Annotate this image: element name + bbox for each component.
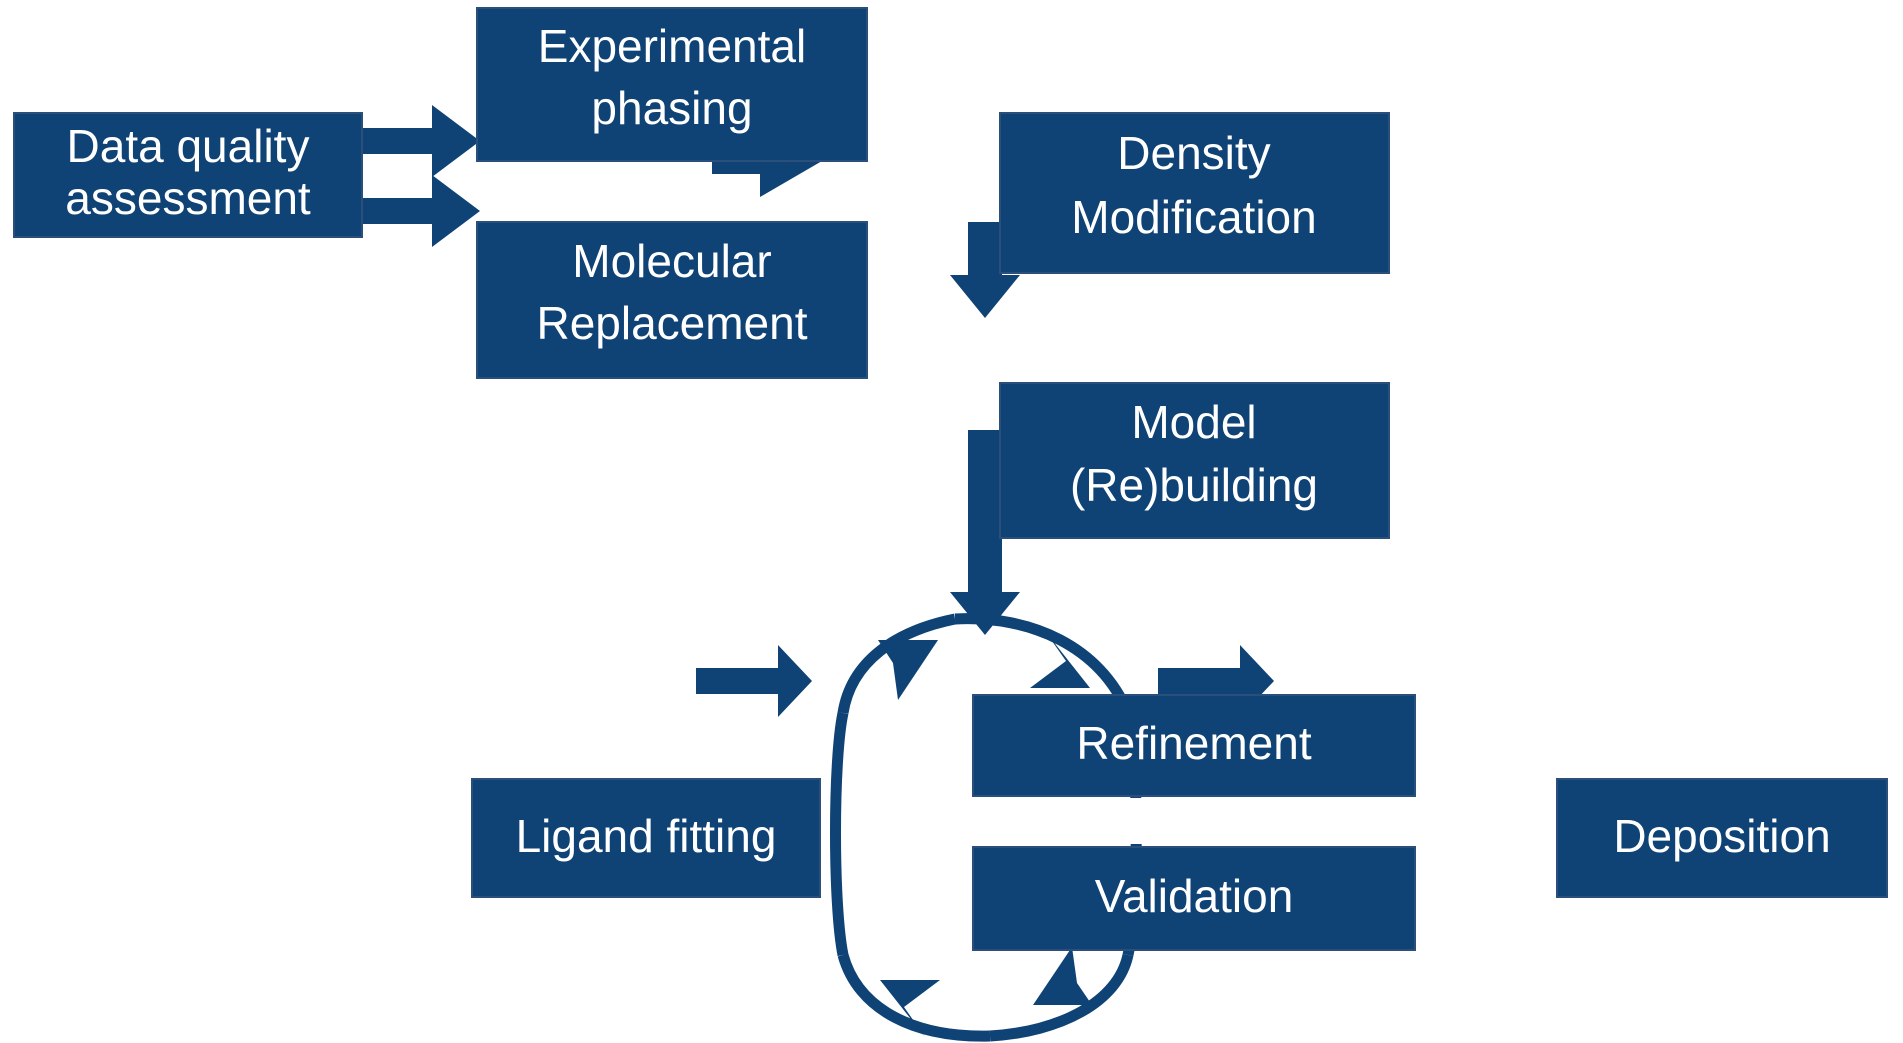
connector-density-modification-to-model-rebuilding [950, 222, 1020, 318]
node-data-quality-assessment[interactable]: Data quality assessment [13, 112, 363, 238]
cycle-arrowhead-lower-right [1033, 947, 1092, 1005]
node-ligand-fitting[interactable]: Ligand fitting [471, 778, 821, 898]
node-label-validation: Validation [1095, 870, 1294, 922]
node-label-deposition: Deposition [1613, 810, 1830, 862]
cycle-arrowhead-lower-left [880, 980, 940, 1037]
node-label-data-quality-assessment-line1: Data quality [67, 120, 310, 172]
connector-model-rebuilding-to-cycle [950, 430, 1020, 635]
node-label-ligand-fitting: Ligand fitting [516, 810, 777, 862]
node-label-density-modification-line2: Modification [1071, 191, 1316, 243]
node-label-data-quality-assessment-line2: assessment [65, 172, 311, 224]
node-model-rebuilding[interactable]: Model (Re)building [999, 382, 1390, 539]
node-molecular-replacement[interactable]: Molecular Replacement [476, 221, 868, 379]
node-label-density-modification-line1: Density [1117, 127, 1270, 179]
node-deposition[interactable]: Deposition [1556, 778, 1888, 898]
node-label-experimental-phasing-line1: Experimental [538, 20, 806, 72]
node-density-modification[interactable]: Density Modification [999, 112, 1390, 274]
connector-ligand-fitting-to-cycle [696, 645, 812, 717]
node-label-refinement: Refinement [1076, 717, 1311, 769]
cycle-arrowhead-upper-right [1030, 631, 1090, 688]
node-label-molecular-replacement-line2: Replacement [536, 297, 807, 349]
node-label-model-rebuilding-line2: (Re)building [1070, 459, 1318, 511]
cycle-arrowhead-upper-left [878, 640, 938, 700]
node-label-model-rebuilding-line1: Model [1131, 396, 1256, 448]
node-refinement[interactable]: Refinement [972, 694, 1416, 797]
connector-dqa-to-molecular-replacement [300, 175, 480, 247]
node-experimental-phasing[interactable]: Experimental phasing [476, 7, 868, 162]
connector-dqa-to-experimental-phasing [300, 105, 480, 177]
node-label-molecular-replacement-line1: Molecular [572, 235, 771, 287]
cycle-gap-band [978, 798, 1410, 844]
node-validation[interactable]: Validation [972, 846, 1416, 951]
node-label-experimental-phasing-line2: phasing [591, 82, 752, 134]
